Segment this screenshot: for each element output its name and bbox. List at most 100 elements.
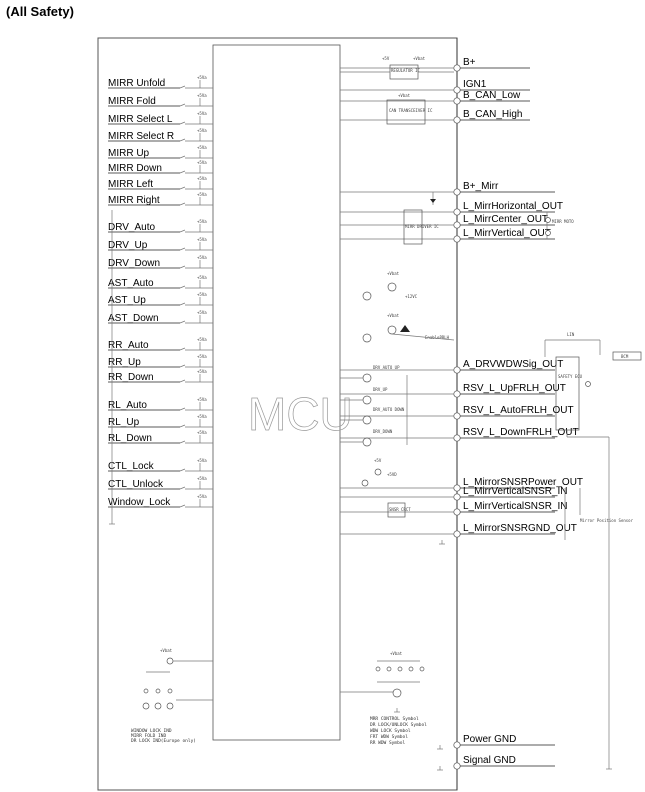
plus5v-label: +5V	[374, 458, 382, 463]
switch-icon	[179, 85, 186, 89]
transistor-icon	[392, 688, 402, 698]
diode-icon	[430, 199, 436, 203]
output-pin	[453, 97, 461, 105]
input-label: RL_Up	[108, 417, 140, 428]
supply-label: +5Va	[197, 458, 207, 463]
motor-icon	[545, 217, 551, 223]
output-pin	[453, 221, 461, 229]
output-pin	[453, 508, 461, 516]
v12c-label: +12VC	[405, 294, 418, 299]
output-label: L_MirrVerticalSNSR_IN	[463, 486, 567, 497]
note-right: RR WDW Symbol	[370, 740, 406, 746]
vbat-label: +Vbat	[413, 56, 426, 61]
supply-label: +5Va	[197, 354, 207, 359]
supply-label: +5Va	[197, 128, 207, 133]
supply-label: +5Va	[197, 93, 207, 98]
supply-label: +5Va	[197, 111, 207, 116]
note-left: MIRR FOLD IND	[131, 733, 167, 739]
supply-label: +5Va	[197, 219, 207, 224]
supply-label: +5Va	[197, 192, 207, 197]
led-icon	[419, 666, 425, 672]
input-label: MIRR Up	[108, 148, 150, 159]
led-icon	[167, 688, 173, 694]
drv-label: DRV_UP	[373, 387, 388, 392]
input-label: Window_Lock	[108, 497, 171, 508]
output-label: A_DRVWDWSig_OUT	[463, 359, 563, 370]
led-icon	[155, 688, 161, 694]
diagram-title: (All Safety)	[6, 4, 74, 19]
switch-icon	[179, 379, 186, 383]
vbat-label: +Vbat	[387, 271, 400, 276]
output-pin	[453, 235, 461, 243]
input-label: CTL_Unlock	[108, 479, 164, 490]
output-pin	[453, 366, 461, 374]
regulator-label: REGULATOR IC	[391, 68, 420, 73]
input-label: RL_Auto	[108, 400, 147, 411]
lin-label: LIN	[567, 332, 575, 337]
output-label: RSV_L_DownFRLH_OUT	[463, 427, 579, 438]
vbat-label: +Vbat	[390, 651, 403, 656]
supply-label: +5Va	[197, 292, 207, 297]
output-pin	[453, 530, 461, 538]
switch-icon	[179, 440, 186, 444]
switch-icon	[179, 486, 186, 490]
transistor-icon	[166, 657, 174, 665]
supply-label: +5Va	[197, 476, 207, 481]
wire	[391, 333, 455, 341]
mirror-sensor-label: Mirror Position Sensor	[580, 518, 634, 523]
mirr-moto-label: MIRR MOTO	[552, 219, 574, 224]
output-pin	[453, 493, 461, 501]
input-label: RL_Down	[108, 433, 152, 444]
switch-icon	[179, 468, 186, 472]
output-label: Power GND	[463, 734, 516, 745]
output-pin	[453, 64, 461, 72]
input-label: MIRR Down	[108, 163, 162, 174]
input-label: RR_Down	[108, 372, 154, 383]
v5d-label: +5VD	[387, 472, 397, 477]
drv-label: DRV_AUTO DOWN	[373, 407, 405, 412]
input-label: AST_Up	[108, 295, 146, 306]
input-label: MIRR Unfold	[108, 78, 165, 89]
switch-icon	[179, 285, 186, 289]
supply-label: +5Va	[197, 176, 207, 181]
supply-label: +5Va	[197, 310, 207, 315]
led-icon	[143, 688, 149, 694]
supply-label: +5Va	[197, 75, 207, 80]
warning-icon	[400, 325, 410, 332]
enable-label: EnablePRLH	[425, 335, 450, 340]
output-label: L_MirrHorizontal_OUT	[463, 201, 563, 212]
led-icon	[408, 666, 414, 672]
transistor-icon	[361, 479, 369, 487]
switch-icon	[179, 424, 186, 428]
output-pin	[453, 484, 461, 492]
transistor-icon	[387, 325, 397, 335]
switch-icon	[179, 302, 186, 306]
input-label: DRV_Auto	[108, 222, 156, 233]
led-icon	[375, 666, 381, 672]
input-label: DRV_Down	[108, 258, 160, 269]
output-label: L_MirrVertical_OUT	[463, 228, 551, 239]
switch-icon	[179, 202, 186, 206]
supply-label: +5Va	[197, 414, 207, 419]
supply-label: +5Va	[197, 430, 207, 435]
note-right: DR LOCK/UNLOCK Symbol	[370, 722, 427, 728]
transistor-icon	[362, 291, 372, 301]
mirror-driver-block	[403, 209, 423, 245]
output-label: L_MirrCenter_OUT	[463, 214, 548, 225]
switch-icon	[179, 407, 186, 411]
output-pin	[453, 762, 461, 770]
switch-icon	[179, 347, 186, 351]
plus5v-label: +5V	[382, 56, 390, 61]
transistor-icon	[387, 282, 397, 292]
bcm-block	[612, 351, 642, 361]
led-icon	[397, 666, 403, 672]
output-pin	[453, 116, 461, 124]
vbat-label: +Vbat	[160, 648, 173, 653]
note-right: FRT WDW Symbol	[370, 734, 408, 740]
can-label: CAN TRANSCEIVER IC	[389, 108, 433, 113]
switch-icon	[179, 103, 186, 107]
output-pin	[453, 434, 461, 442]
switch-icon	[179, 121, 186, 125]
transistor-icon	[374, 468, 382, 476]
